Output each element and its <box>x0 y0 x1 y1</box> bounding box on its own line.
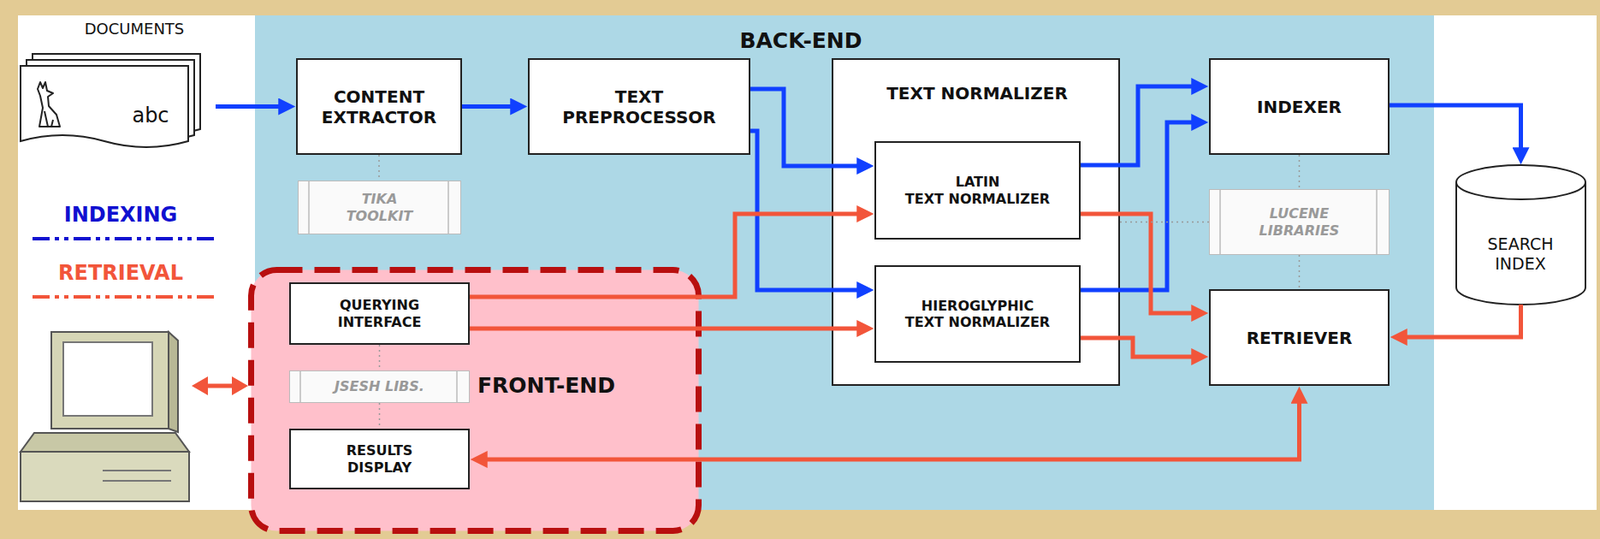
legend-label: RETRIEVAL <box>58 260 184 285</box>
drawing-part <box>447 181 450 234</box>
drawing-part <box>251 270 700 532</box>
connector-arrow <box>1389 105 1522 159</box>
drawing-part <box>20 432 190 452</box>
jackal-hieroglyph <box>37 82 60 127</box>
box-label: RETRIEVER <box>1246 327 1353 349</box>
drawing-part <box>299 371 302 403</box>
box-label: RESULTS DISPLAY <box>346 442 414 475</box>
legend-line-sample <box>32 295 214 299</box>
connector-arrow <box>469 213 868 297</box>
box-label: FRONT-END <box>477 373 616 399</box>
box-label: BACK-END <box>739 28 862 54</box>
connector-arrow <box>750 88 868 166</box>
process-box: RESULTS DISPLAY <box>289 428 470 490</box>
drawing-part <box>1456 182 1586 305</box>
drawing-part <box>20 451 190 502</box>
connector-arrow <box>1080 213 1203 314</box>
connector-arrow <box>1080 122 1203 291</box>
drawing-part <box>102 480 172 482</box>
box-label: INDEXER <box>1256 96 1342 118</box>
box-label: CONTENT EXTRACTOR <box>321 86 437 128</box>
connector-arrow <box>469 326 868 332</box>
drawing-part <box>231 376 249 396</box>
legend-samples <box>32 238 214 297</box>
drawing-part <box>51 331 169 429</box>
box-label: SEARCH INDEX <box>1487 234 1554 274</box>
connector-arrow <box>462 104 522 109</box>
drawing-part <box>37 82 60 127</box>
drawing-part <box>44 111 54 127</box>
drawing-part <box>308 181 310 234</box>
box-label: LATIN TEXT NORMALIZER <box>905 173 1050 207</box>
user-link-arrow <box>191 376 249 396</box>
connector-arrow <box>1080 337 1203 357</box>
process-box: TEXT PREPROCESSOR <box>527 58 751 155</box>
connector-arrow <box>1080 86 1203 166</box>
box-label: TEXT NORMALIZER <box>886 82 1068 104</box>
drawing-part <box>456 371 458 403</box>
document-stack: DOCUMENTS abc <box>17 18 216 156</box>
box-label: HIEROGLYPHIC TEXT NORMALIZER <box>905 297 1050 331</box>
drawing-part <box>63 342 153 416</box>
drawing-part <box>203 384 237 389</box>
library-box: LUCENE LIBRARIES <box>1208 189 1390 255</box>
connector-arrow <box>1396 304 1522 338</box>
connector-arrow <box>750 130 868 291</box>
drawing-part <box>1219 189 1221 255</box>
connector-arrow <box>1120 221 1209 224</box>
database-cylinder: SEARCH INDEX <box>1454 163 1588 307</box>
legend-label: INDEXING <box>64 202 178 227</box>
drawing-part <box>191 376 208 396</box>
document-stack-icon <box>20 53 201 148</box>
drawing-part <box>168 331 178 433</box>
box-label: QUERYING INTERFACE <box>337 296 422 330</box>
box-label: TEXT PREPROCESSOR <box>562 86 716 128</box>
library-box: JSESH LIBS. <box>289 370 470 403</box>
document-page <box>20 65 189 148</box>
drawing-part <box>1375 189 1378 255</box>
drawing-part <box>1456 165 1586 200</box>
process-box: RETRIEVER <box>1208 289 1390 386</box>
box-label: TIKA TOOLKIT <box>346 190 414 224</box>
box-label: JSESH LIBS. <box>334 378 425 395</box>
connector-arrow <box>379 402 381 429</box>
computer-icon <box>20 331 190 502</box>
box-label: LUCENE LIBRARIES <box>1259 205 1340 238</box>
process-box: QUERYING INTERFACE <box>289 282 470 345</box>
process-box: LATIN TEXT NORMALIZER <box>874 141 1081 240</box>
box-label: abc <box>131 103 169 129</box>
process-box: CONTENT EXTRACTOR <box>296 58 463 155</box>
normalizer-box: TEXT NORMALIZER LATIN TEXT NORMALIZER HIER… <box>831 58 1120 386</box>
process-box: HIEROGLYPHIC TEXT NORMALIZER <box>874 265 1081 363</box>
front-end-region: FRONT-END QUERYING INTERFACE JSESH LIBS. RE… <box>248 266 702 534</box>
connector-arrow <box>1298 154 1301 190</box>
legend-line-sample <box>32 237 214 241</box>
connector-arrow <box>1298 254 1301 290</box>
connector-arrow <box>476 392 1300 460</box>
connector-arrow <box>215 104 290 109</box>
drawing-part <box>102 469 172 472</box>
process-box: INDEXER <box>1208 58 1390 155</box>
connector-arrow <box>379 344 381 371</box>
library-box: TIKA TOOLKIT <box>297 180 462 235</box>
box-label: DOCUMENTS <box>84 19 185 39</box>
connector-arrow <box>378 154 380 181</box>
